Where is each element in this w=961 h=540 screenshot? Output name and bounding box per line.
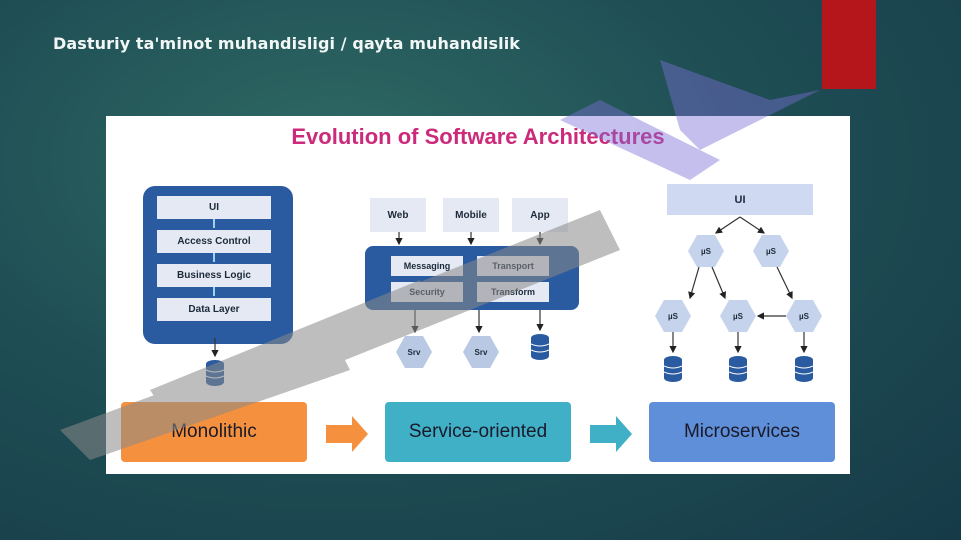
microservice-hex: µS — [720, 300, 756, 332]
bus-security: Security — [391, 282, 463, 302]
service-hex: Srv — [463, 336, 499, 368]
arrow-right-icon — [590, 416, 632, 452]
database-icon — [795, 356, 813, 382]
bus-transform: Transform — [477, 282, 549, 302]
figure-title: Evolution of Software Architectures — [291, 124, 665, 149]
microservice-hex: µS — [786, 300, 822, 332]
monolithic-block: UI Access Control Business Logic Data La… — [143, 186, 293, 344]
stage-monolithic: Monolithic — [121, 402, 307, 462]
arrow-down-icon — [213, 287, 215, 296]
bus-transport: Transport — [477, 256, 549, 276]
arrow-down-icon — [213, 219, 215, 228]
client-mobile: Mobile — [443, 198, 499, 232]
arrow-right-icon — [326, 416, 368, 452]
microservice-hex: µS — [688, 235, 724, 267]
bus-messaging: Messaging — [391, 256, 463, 276]
database-icon — [206, 360, 224, 386]
layer-ui: UI — [157, 196, 271, 219]
client-web: Web — [370, 198, 426, 232]
arrow-down-icon — [213, 253, 215, 262]
layer-data: Data Layer — [157, 298, 271, 321]
layer-business-logic: Business Logic — [157, 264, 271, 287]
layer-access-control: Access Control — [157, 230, 271, 253]
stage-service-oriented: Service-oriented — [385, 402, 571, 462]
database-icon — [531, 334, 549, 360]
stage-microservices: Microservices — [649, 402, 835, 462]
database-icon — [729, 356, 747, 382]
service-hex: Srv — [396, 336, 432, 368]
database-icon — [664, 356, 682, 382]
architecture-figure: Evolution of Software Architectures UI A… — [106, 116, 850, 474]
service-bus: Messaging Transport Security Transform — [365, 246, 579, 310]
microservice-hex: µS — [655, 300, 691, 332]
micro-ui: UI — [667, 184, 813, 215]
red-accent-bar — [822, 0, 876, 89]
slide-title: Dasturiy ta'minot muhandisligi / qayta m… — [53, 34, 521, 53]
microservice-hex: µS — [753, 235, 789, 267]
client-app: App — [512, 198, 568, 232]
